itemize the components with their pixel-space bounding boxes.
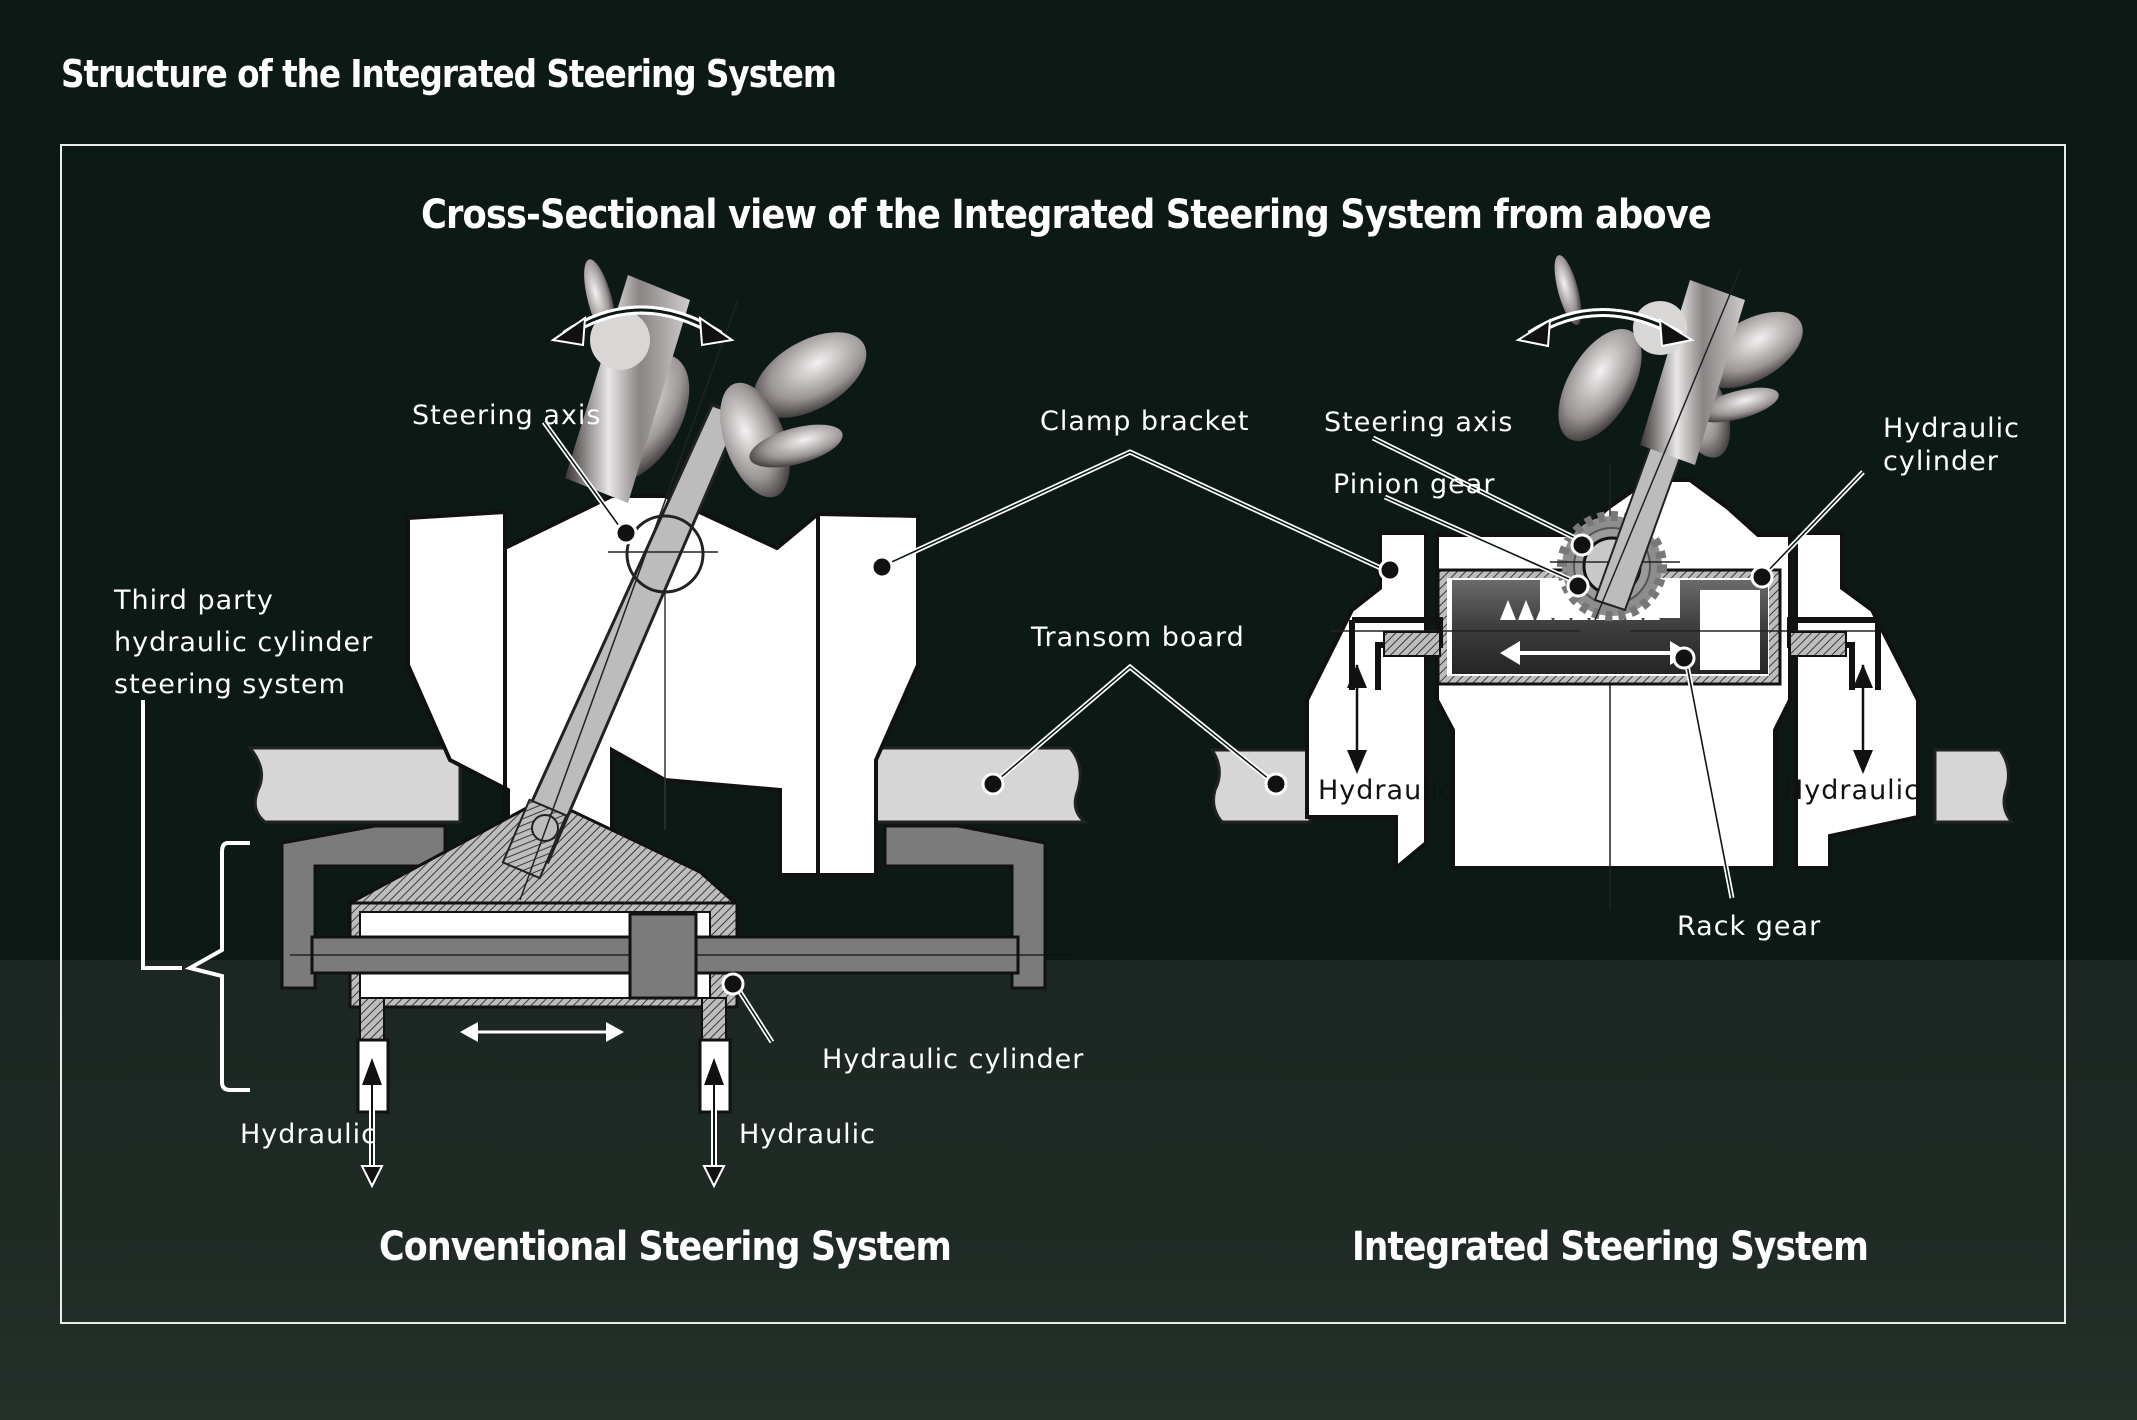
transom-board-right-a (1209, 748, 1312, 824)
label-hydraulic-right-integrated: Hydraulic (1783, 775, 1920, 806)
diagram-subtitle: Cross-Sectional view of the Integrated S… (421, 192, 1711, 238)
label-pinion-gear: Pinion gear (1333, 469, 1495, 500)
clamp-bracket-right-right-side (1794, 531, 1920, 870)
clamp-bracket-right-left-side (1305, 531, 1428, 873)
label-hydraulic-left-conventional: Hydraulic (240, 1119, 377, 1150)
label-transom-board: Transom board (1030, 622, 1245, 653)
cylinder-mount (280, 824, 447, 990)
propeller-right (1554, 255, 1803, 621)
page-title: Structure of the Integrated Steering Sys… (61, 52, 837, 96)
integrated-port-left (1347, 617, 1443, 774)
label-third-party-3: steering system (114, 669, 346, 700)
leader-lines (541, 420, 1865, 1044)
hydraulic-arrow-left (360, 1058, 384, 1189)
propeller-left (565, 259, 867, 503)
label-third-party-2: hydraulic cylinder (114, 627, 373, 658)
transom-board-right-b (1933, 748, 2016, 824)
label-rack-gear: Rack gear (1677, 911, 1821, 942)
label-clamp-bracket: Clamp bracket (1040, 406, 1249, 437)
leader-dots (614, 521, 1774, 996)
rotation-arrow-left (550, 305, 735, 347)
transom-board-left-2 (868, 746, 1090, 824)
caption-conventional: Conventional Steering System (379, 1224, 951, 1270)
label-steering-axis-integrated: Steering axis (1324, 407, 1513, 438)
label-hydraulic-cylinder-integrated-1: Hydraulic (1883, 413, 2020, 444)
label-hydraulic-left-integrated: Hydraulic (1318, 775, 1455, 806)
integrated-system (1209, 255, 2016, 910)
transom-board-left (246, 746, 462, 824)
piston-travel-arrow (460, 1022, 624, 1042)
label-third-party-1: Third party (113, 585, 274, 616)
label-steering-axis-conventional: Steering axis (412, 400, 601, 431)
integrated-port-right (1787, 617, 1881, 774)
label-hydraulic-cylinder-integrated-2: cylinder (1883, 446, 1999, 477)
conventional-system (141, 259, 1090, 1189)
rotation-arrow-right (1515, 308, 1695, 348)
background-water (0, 960, 2137, 1420)
diagram-frame (60, 144, 2066, 1324)
piston (628, 912, 698, 1000)
third-party-brace (184, 841, 250, 1092)
caption-integrated: Integrated Steering System (1352, 1224, 1868, 1270)
label-hydraulic-cylinder-conventional: Hydraulic cylinder (822, 1044, 1084, 1075)
label-hydraulic-right-conventional: Hydraulic (739, 1119, 876, 1150)
steering-axis-circle (625, 514, 705, 594)
cylinder-mount-right (883, 824, 1047, 990)
hydraulic-arrow-right (702, 1058, 726, 1189)
